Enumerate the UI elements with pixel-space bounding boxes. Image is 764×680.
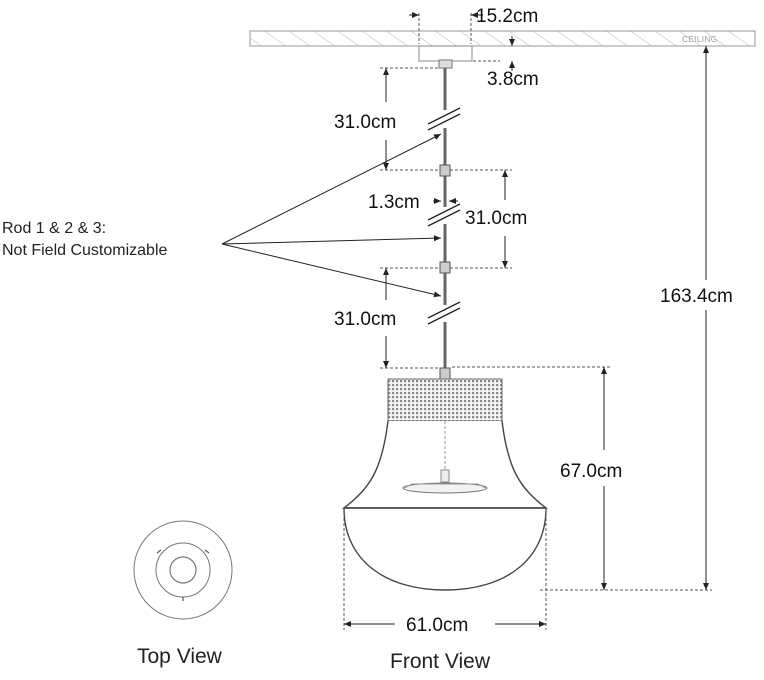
canopy [418, 45, 473, 69]
note-line1: Rod 1 & 2 & 3: [2, 220, 106, 237]
canopy-height-dimension: 3.8cm [473, 36, 539, 90]
rod-diameter-dimension: 1.3cm [368, 192, 458, 213]
fixture-height-dimension: 67.0cm [452, 366, 622, 590]
fixture-width-label: 61.0cm [406, 615, 468, 636]
ceiling-label: CEILING [682, 35, 718, 44]
overall-height-dimension: 163.4cm [540, 46, 733, 591]
ceiling: CEILING [249, 30, 756, 47]
rod3-dimension: 31.0cm [334, 267, 440, 369]
top-view-caption: Top View [137, 645, 223, 668]
front-view-caption: Front View [390, 650, 491, 673]
rod2-length-label: 31.0cm [465, 208, 527, 229]
canopy-width-label: 15.2cm [476, 6, 538, 27]
rod-diameter-label: 1.3cm [368, 192, 420, 213]
rod1-length-label: 31.0cm [334, 112, 396, 133]
note-line2: Not Field Customizable [2, 242, 168, 259]
fixture-front [341, 378, 549, 591]
rod3-length-label: 31.0cm [334, 309, 396, 330]
rod-note: Rod 1 & 2 & 3: Not Field Customizable [2, 133, 442, 298]
canopy-width-dimension: 15.2cm [409, 6, 538, 44]
fixture-height-label: 67.0cm [560, 461, 622, 482]
overall-height-label: 163.4cm [660, 286, 733, 307]
rod2-dimension: 31.0cm [450, 169, 527, 269]
top-view [133, 520, 233, 620]
rod-assembly [427, 68, 461, 380]
canopy-height-label: 3.8cm [487, 69, 539, 90]
fixture-width-dimension: 61.0cm [343, 508, 547, 636]
rod1-dimension: 31.0cm [334, 67, 440, 171]
